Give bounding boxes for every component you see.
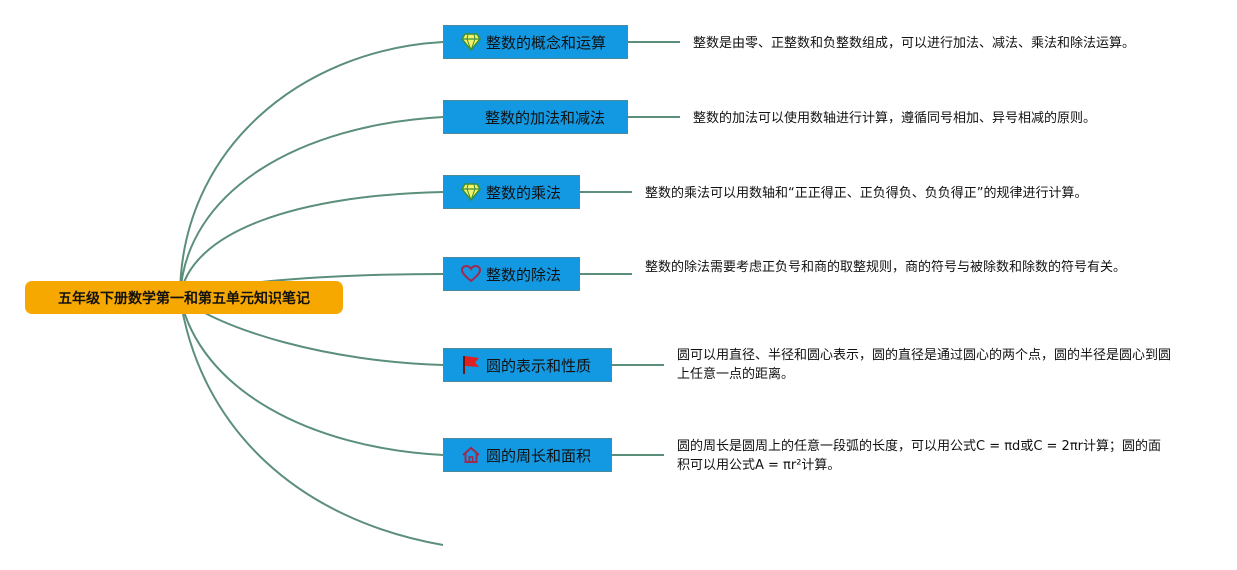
connector-root-topic-6	[179, 296, 444, 456]
topic-5-label: 圆的表示和性质	[486, 356, 592, 375]
topic-1-label: 整数的概念和运算	[486, 33, 607, 52]
heart-icon	[460, 264, 482, 284]
topic-3-note: 整数的乘法可以用数轴和“正正得正、正负得负、负负得正”的规律进行计算。	[645, 186, 1088, 201]
topic-5[interactable]: 圆的表示和性质	[443, 348, 612, 382]
house-icon	[460, 445, 482, 465]
topic-1-note: 整数是由零、正整数和负整数组成，可以进行加法、减法、乘法和除法运算。	[693, 36, 1136, 51]
topic-4-label: 整数的除法	[486, 265, 562, 284]
topic-5-note: 圆可以用直径、半径和圆心表示，圆的直径是通过圆心的两个点，圆的半径是圆心到圆上任…	[677, 348, 1172, 382]
topic-4-note: 整数的除法需要考虑正负号和商的取整规则，商的符号与被除数和除数的符号有关。	[645, 260, 1127, 275]
connector-root-topic-3	[179, 191, 444, 298]
root-topic-label: 五年级下册数学第一和第五单元知识笔记	[58, 290, 310, 307]
topic-2-label: 整数的加法和减法	[485, 108, 606, 127]
topic-2-note: 整数的加法可以使用数轴进行计算，遵循同号相加、异号相减的原则。	[693, 111, 1097, 126]
topic-6[interactable]: 圆的周长和面积	[443, 438, 612, 472]
root-topic[interactable]: 五年级下册数学第一和第五单元知识笔记	[25, 281, 343, 314]
topic-6-label: 圆的周长和面积	[486, 446, 592, 465]
topic-3-label: 整数的乘法	[486, 183, 562, 202]
topic-2[interactable]: 整数的加法和减法	[443, 100, 628, 134]
flag-icon	[460, 355, 482, 375]
connector-root-topic-2	[179, 116, 444, 298]
diamond-icon	[460, 182, 482, 202]
topic-6-note: 圆的周长是圆周上的任意一段弧的长度，可以用公式C = πd或C = 2πr计算；…	[677, 439, 1161, 473]
diamond-icon	[460, 32, 482, 52]
topic-3[interactable]: 整数的乘法	[443, 175, 580, 209]
topic-1[interactable]: 整数的概念和运算	[443, 25, 628, 59]
connector-root-topic-1	[179, 41, 444, 298]
topic-4[interactable]: 整数的除法	[443, 257, 580, 291]
connector-root-extra	[179, 296, 444, 546]
